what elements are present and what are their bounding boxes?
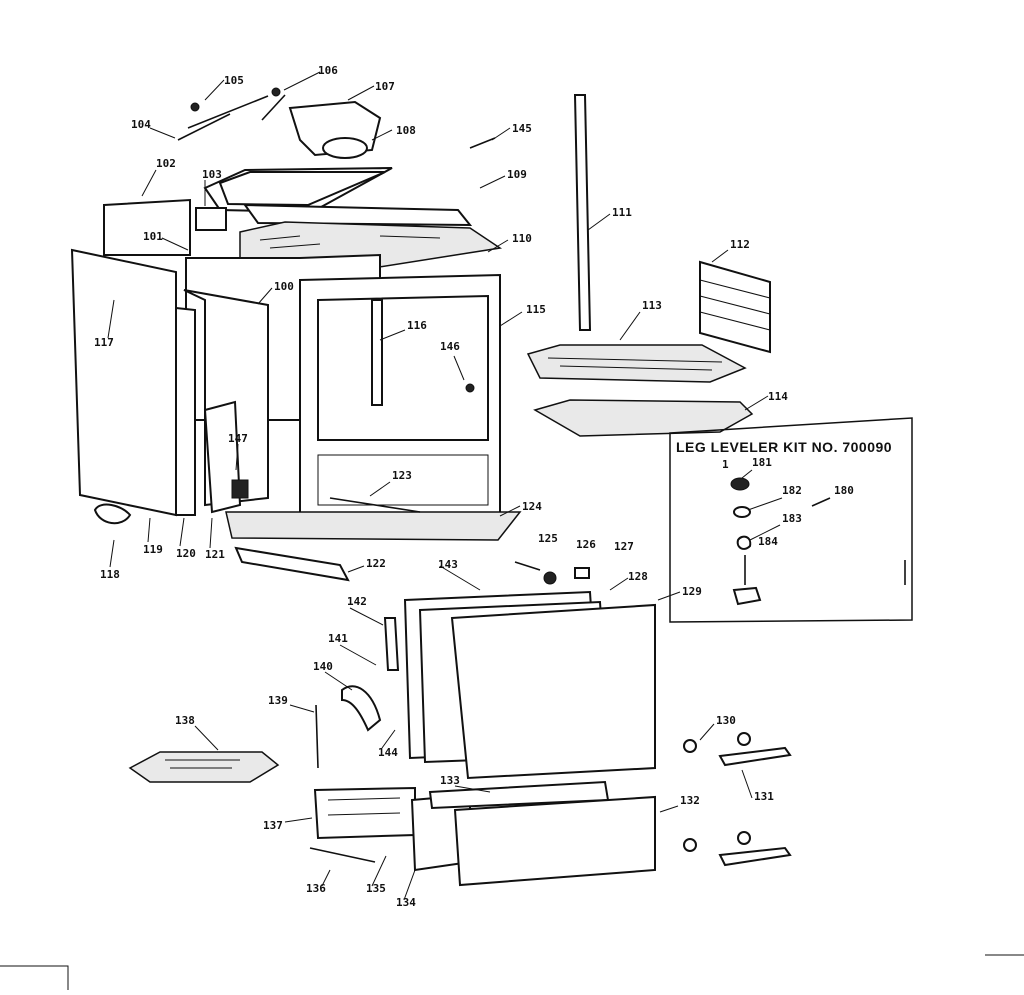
callout-104: 104 bbox=[131, 118, 151, 131]
callout-138: 138 bbox=[175, 714, 195, 727]
back-guard bbox=[103, 87, 496, 256]
callout-147: 147 bbox=[228, 432, 248, 445]
callout-143: 143 bbox=[438, 558, 458, 571]
callout-103: 103 bbox=[202, 168, 222, 181]
callout-105: 105 bbox=[224, 74, 244, 87]
kit-tick-label: 1 bbox=[722, 458, 729, 471]
callout-144: 144 bbox=[378, 746, 398, 759]
kit-label-183: 183 bbox=[782, 512, 802, 525]
storage-drawer bbox=[309, 780, 656, 887]
callout-110: 110 bbox=[512, 232, 532, 245]
callout-120: 120 bbox=[176, 547, 196, 560]
callout-106: 106 bbox=[318, 64, 338, 77]
broiler-pan bbox=[128, 751, 280, 783]
callout-100: 100 bbox=[274, 280, 294, 293]
callout-137: 137 bbox=[263, 819, 283, 832]
callout-115: 115 bbox=[526, 303, 546, 316]
callout-101: 101 bbox=[143, 230, 163, 243]
callout-142: 142 bbox=[347, 595, 367, 608]
callout-134: 134 bbox=[396, 896, 416, 909]
callout-123: 123 bbox=[392, 469, 412, 482]
kit-label-180: 180 bbox=[834, 484, 854, 497]
callout-labels: 105 106 107 104 108 145 102 103 109 111 … bbox=[94, 64, 788, 909]
callout-128: 128 bbox=[628, 570, 648, 583]
callout-107: 107 bbox=[375, 80, 395, 93]
callout-109: 109 bbox=[507, 168, 527, 181]
kit-label-182: 182 bbox=[782, 484, 802, 497]
vertical-rod bbox=[573, 94, 592, 331]
callout-118: 118 bbox=[100, 568, 120, 581]
callout-125: 125 bbox=[538, 532, 558, 545]
callout-146: 146 bbox=[440, 340, 460, 353]
callout-124: 124 bbox=[522, 500, 542, 513]
leader-lines bbox=[107, 71, 769, 901]
leg-leveler-kit-box: LEG LEVELER KIT NO. 700090 1 181 182 180… bbox=[669, 417, 913, 623]
hardware-parts bbox=[683, 732, 792, 867]
callout-140: 140 bbox=[313, 660, 333, 673]
callout-122: 122 bbox=[366, 557, 386, 570]
callout-111: 111 bbox=[612, 206, 632, 219]
callout-127: 127 bbox=[614, 540, 634, 553]
oven-door bbox=[315, 561, 656, 780]
callout-145: 145 bbox=[512, 122, 532, 135]
callout-141: 141 bbox=[328, 632, 348, 645]
callout-102: 102 bbox=[156, 157, 176, 170]
corner-marks bbox=[0, 954, 1024, 990]
callout-132: 132 bbox=[680, 794, 700, 807]
callout-129: 129 bbox=[682, 585, 702, 598]
callout-136: 136 bbox=[306, 882, 326, 895]
callout-130: 130 bbox=[716, 714, 736, 727]
callout-126: 126 bbox=[576, 538, 596, 551]
callout-119: 119 bbox=[143, 543, 163, 556]
kit-label-181: 181 bbox=[752, 456, 772, 469]
callout-139: 139 bbox=[268, 694, 288, 707]
callout-117: 117 bbox=[94, 336, 114, 349]
side-panels bbox=[70, 248, 350, 582]
callout-114: 114 bbox=[768, 390, 788, 403]
callout-112: 112 bbox=[730, 238, 750, 251]
callout-135: 135 bbox=[366, 882, 386, 895]
callout-108: 108 bbox=[396, 124, 416, 137]
callout-116: 116 bbox=[407, 319, 427, 332]
oven-racks bbox=[526, 260, 771, 437]
callout-113: 113 bbox=[642, 299, 662, 312]
callout-133: 133 bbox=[440, 774, 460, 787]
kit-title: LEG LEVELER KIT NO. 700090 bbox=[676, 439, 892, 455]
callout-131: 131 bbox=[754, 790, 774, 803]
callout-121: 121 bbox=[205, 548, 225, 561]
top-cooktop bbox=[203, 167, 503, 271]
kit-label-184: 184 bbox=[758, 535, 778, 548]
